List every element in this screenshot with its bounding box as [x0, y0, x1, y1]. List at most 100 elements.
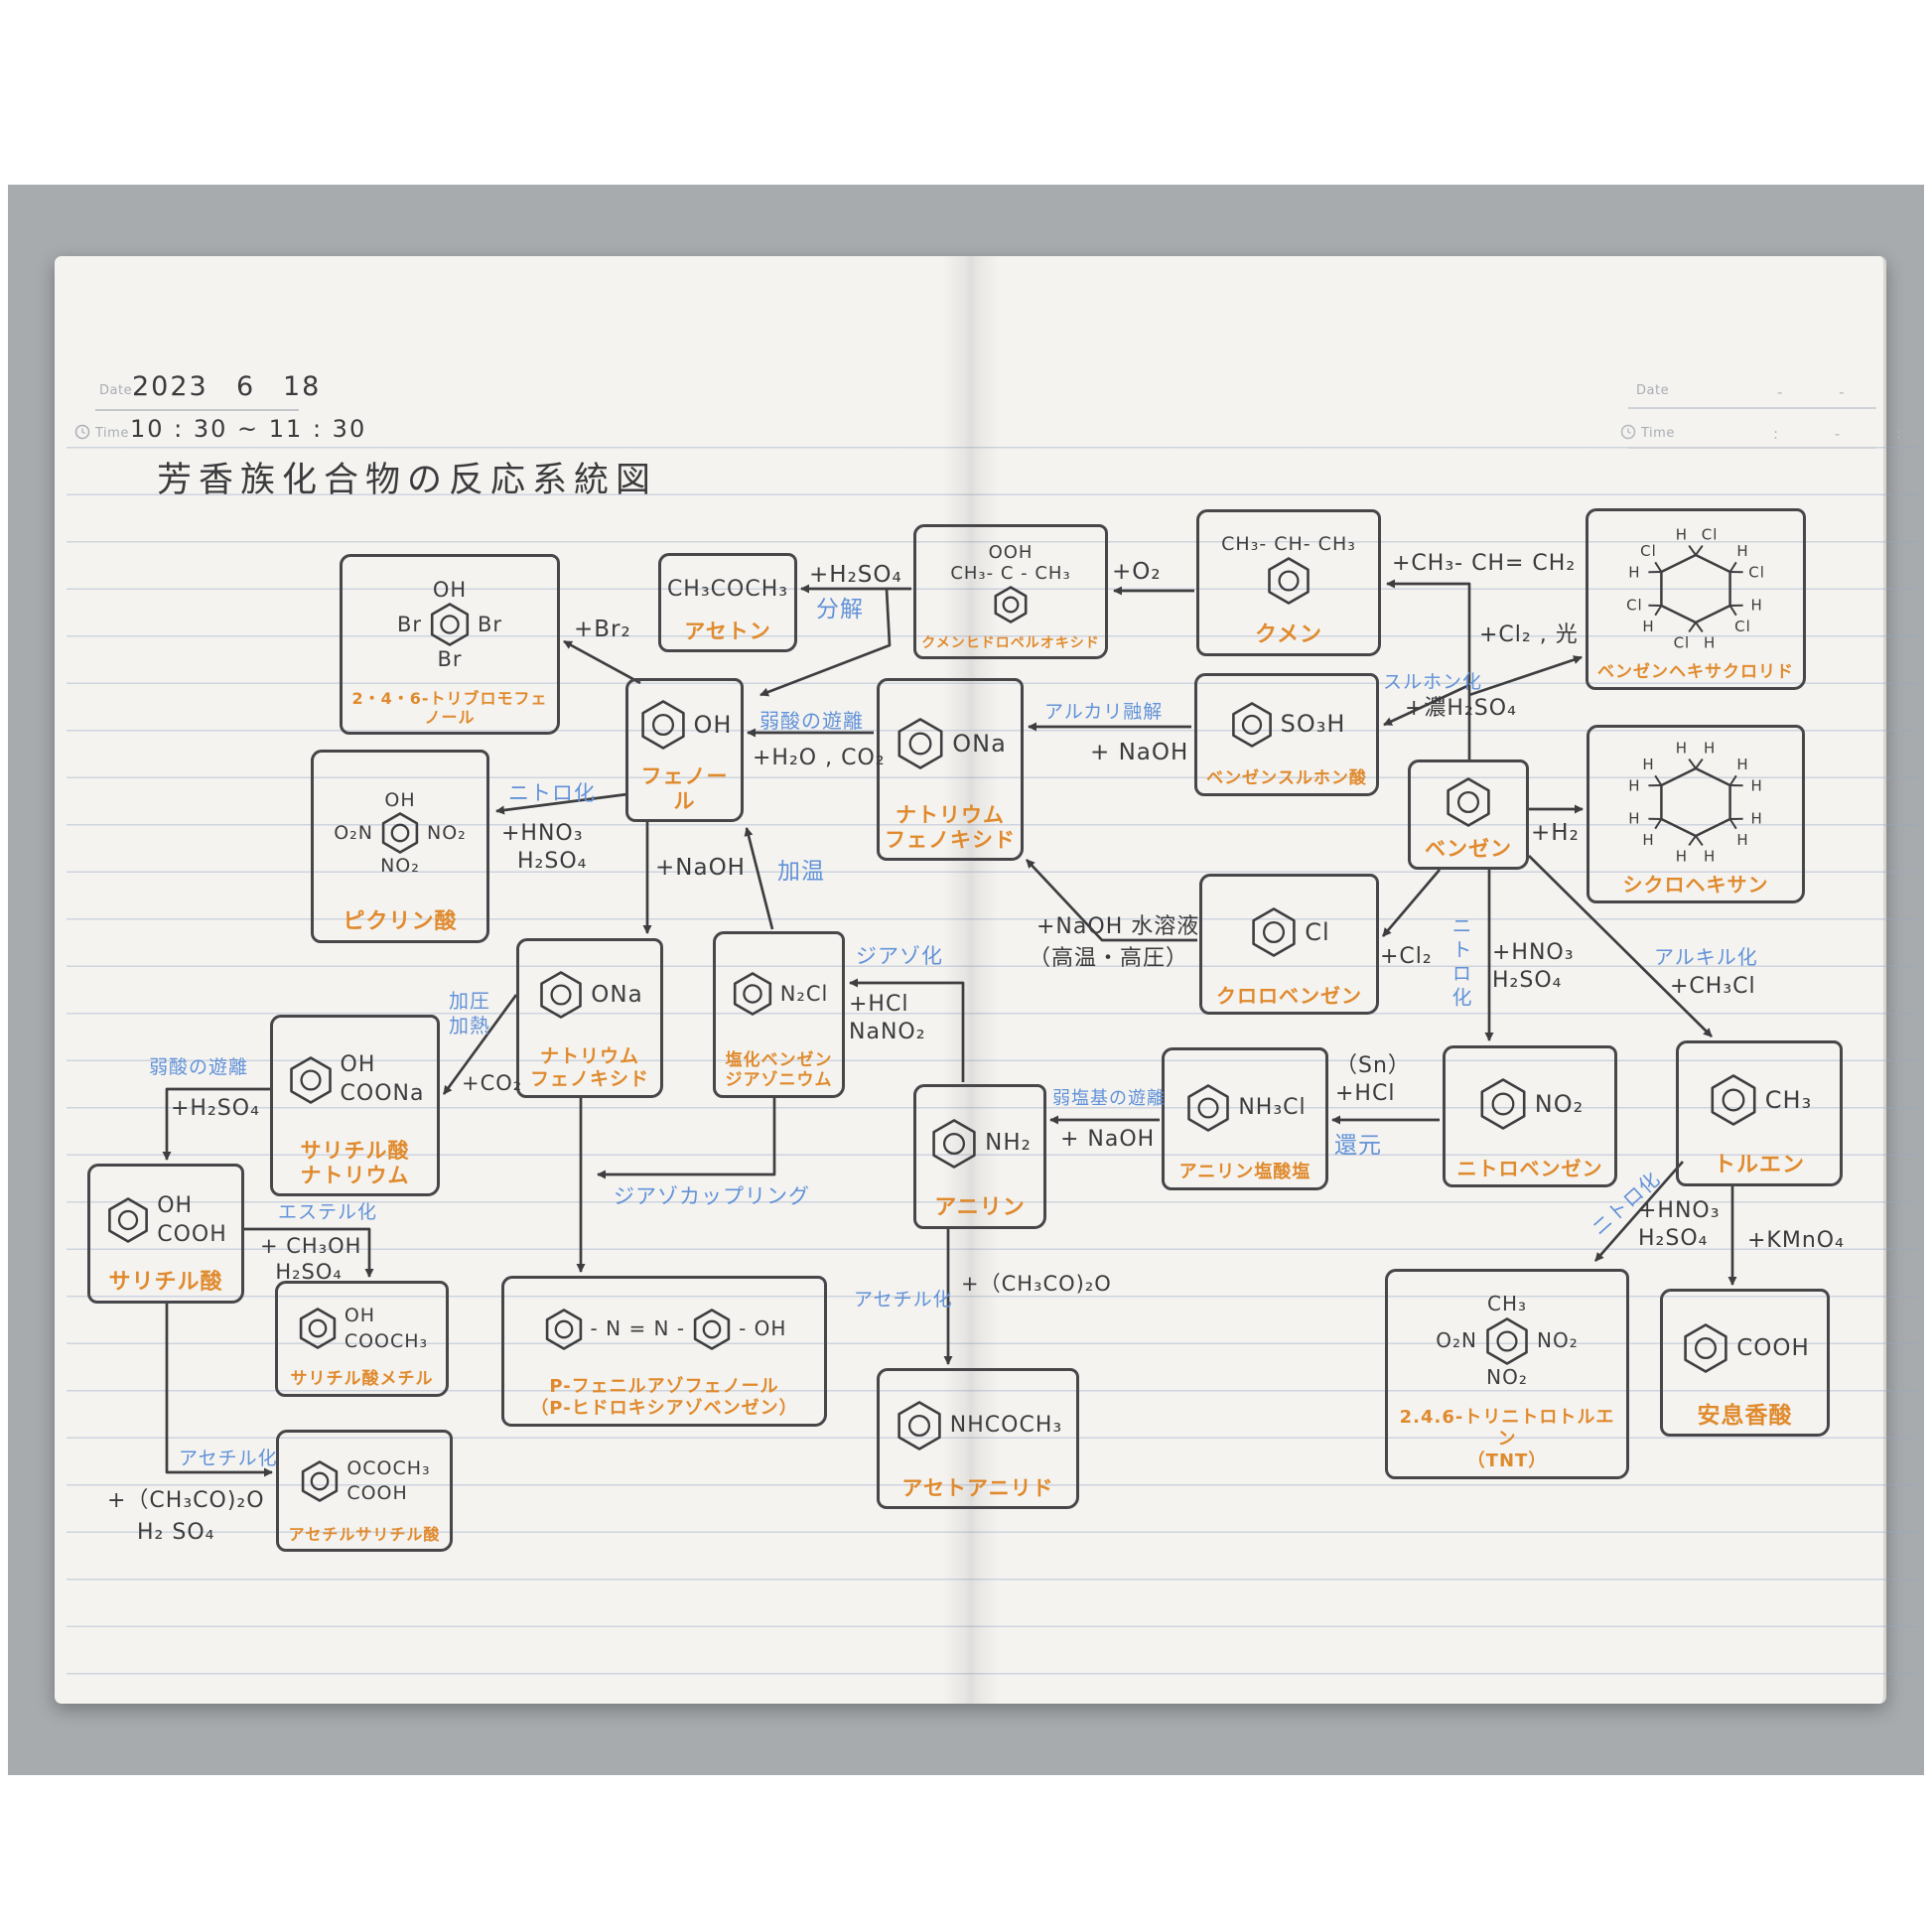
reaction-note: +H₂SO₄: [809, 562, 902, 588]
compound-name-label: ベンゼン: [1425, 837, 1512, 862]
compound-name-label: 安息香酸: [1697, 1402, 1793, 1429]
arrow-phenol-to-tribromophenol: [563, 639, 641, 685]
substituent-label: Cl: [1305, 917, 1330, 946]
reaction-note: 分解: [816, 597, 864, 622]
node-benzenediazonium-chloride: N₂Cl 塩化ベンゼン ジアゾニウム: [713, 931, 845, 1098]
svg-text:Cl: Cl: [1748, 564, 1765, 582]
reaction-note: +HNO₃ H₂SO₄: [501, 821, 588, 874]
compound-name-label: 2.4.6-トリニトロトルエン （TNT）: [1399, 1407, 1615, 1472]
node-acetone: CH₃COCH₃ アセトン: [658, 553, 797, 652]
benzene-ring-icon: [693, 1309, 731, 1350]
structure-formula: CH₃COCH₃: [666, 577, 789, 603]
node-aniline-hydrochloride: NH₃Cl アニリン塩酸塩: [1162, 1047, 1328, 1190]
svg-text:Cl: Cl: [1626, 597, 1643, 615]
time-label-left: Time: [95, 426, 129, 441]
substituent-bottom: NO₂: [380, 855, 420, 878]
benzene-ring-icon: [1252, 906, 1296, 957]
reaction-note: +HNO₃ H₂SO₄: [1492, 940, 1575, 993]
compound-name-label: サリチル酸メチル: [290, 1369, 434, 1390]
compound-name-label: 2・4・6-トリブロモフェノール: [351, 688, 548, 728]
substituent-label: SO₃H: [1280, 710, 1346, 739]
svg-text:H: H: [1750, 597, 1762, 615]
benzene-ring-icon: [897, 718, 943, 770]
reaction-note: +CH₃- CH= CH₂: [1392, 551, 1577, 576]
reaction-note: ニトロ化: [1449, 915, 1472, 1011]
benzene-ring-icon: [545, 1309, 582, 1350]
substituent-label: OH: [157, 1192, 194, 1218]
benzene-ring-icon: [733, 972, 771, 1017]
arrow-aniline-to-diazonium: [849, 978, 965, 1082]
substituent-label: COONa: [340, 1081, 425, 1107]
benzene-ring-icon: [640, 700, 685, 750]
svg-text:H: H: [1628, 564, 1640, 582]
compound-name-label: アニリン: [934, 1195, 1026, 1221]
node-toluene: CH₃ トルエン: [1676, 1040, 1843, 1186]
reaction-note: ジアゾ化: [856, 944, 943, 968]
svg-text:H: H: [1704, 847, 1716, 865]
reaction-note: +濃H₂SO₄: [1405, 696, 1517, 721]
substituent-top: CH₃: [1486, 1292, 1528, 1316]
arrow-benzene-to-sulfonic: [1383, 683, 1470, 727]
benzene-ring-icon: [299, 1308, 337, 1349]
reaction-note: （Sn） +HCl: [1335, 1053, 1411, 1106]
compound-name-label: クロロベンゼン: [1216, 983, 1362, 1008]
node-sodium-phenoxide-1: ONa ナトリウム フェノキシド: [877, 678, 1024, 861]
svg-text:Cl: Cl: [1734, 618, 1751, 635]
date-marks-right: - -: [1777, 383, 1870, 401]
arrow-benzene-to-bhc: [1468, 655, 1583, 697]
substituent-bottom: Br: [437, 647, 463, 672]
substituent-label: NH₃Cl: [1238, 1095, 1307, 1121]
reaction-note: （高温・高圧）: [1029, 946, 1189, 971]
substituent-right: NO₂: [427, 821, 467, 844]
svg-text:H: H: [1704, 740, 1716, 758]
reaction-note: 弱酸の遊離: [149, 1056, 249, 1078]
arrow-toluene-to-tnt: [1593, 1161, 1685, 1262]
compound-name-label: ナトリウム フェノキシド: [885, 802, 1016, 853]
benzene-ring-icon: [1486, 1317, 1528, 1365]
benzene-ring-icon: [1480, 1078, 1526, 1131]
arrow-benzene-to-chlorobenzene: [1381, 869, 1442, 937]
substituent-label: CH₃: [1764, 1085, 1813, 1114]
substituent-bottom: NO₂: [1486, 1365, 1528, 1390]
compound-name-label: クメンヒドロペルオキシド: [921, 634, 1100, 651]
substituent-label: COOH: [346, 1482, 408, 1505]
node-p-phenylazophenol: - N = N - - OH P-フェニルアゾフェノール （P-ヒドロキシアゾベ…: [501, 1276, 827, 1427]
svg-text:H: H: [1736, 756, 1748, 773]
substituent-label: OH: [344, 1305, 376, 1327]
reaction-note: +NaOH: [655, 855, 746, 881]
date-month: 6: [236, 371, 256, 402]
benzene-ring-icon: [289, 1056, 332, 1104]
node-phenol: OH フェノール: [625, 678, 744, 822]
reaction-note: + CH₃OH H₂SO₄: [260, 1234, 362, 1285]
reaction-note: +CO₂: [462, 1071, 523, 1095]
benzene-ring-icon: [1268, 556, 1310, 605]
compound-name-label: ベンゼンヘキサクロリド: [1597, 662, 1794, 683]
compound-name-label: アニリン塩酸塩: [1178, 1162, 1311, 1183]
benzene-ring-icon: [897, 1401, 941, 1450]
clock-icon: [1620, 424, 1636, 440]
svg-text:H: H: [1750, 809, 1762, 827]
date-label-left: Date: [99, 383, 133, 398]
node-benzenesulfonic-acid: SO₃H ベンゼンスルホン酸: [1194, 673, 1379, 796]
benzene-ring-icon: [932, 1118, 976, 1169]
reaction-note: + NaOH: [1090, 740, 1189, 765]
svg-text:H: H: [1736, 831, 1748, 849]
benzene-ring-icon: [994, 585, 1028, 623]
benzene-ring-icon: [108, 1197, 149, 1243]
reaction-note: +Br₂: [574, 617, 631, 642]
svg-text:H: H: [1736, 542, 1748, 560]
substituent-left: O₂N: [334, 821, 373, 844]
compound-name-label: 塩化ベンゼン ジアゾニウム: [725, 1049, 833, 1091]
svg-text:H: H: [1676, 526, 1688, 544]
benzene-ring-icon: [430, 603, 470, 647]
hydroxyl-label: - OH: [739, 1316, 787, 1341]
arrow-chlorobenzene-to-phenoxide1: [1026, 859, 1197, 942]
notebook-spread: [55, 256, 1886, 1704]
substituent-left: Br: [396, 613, 422, 637]
